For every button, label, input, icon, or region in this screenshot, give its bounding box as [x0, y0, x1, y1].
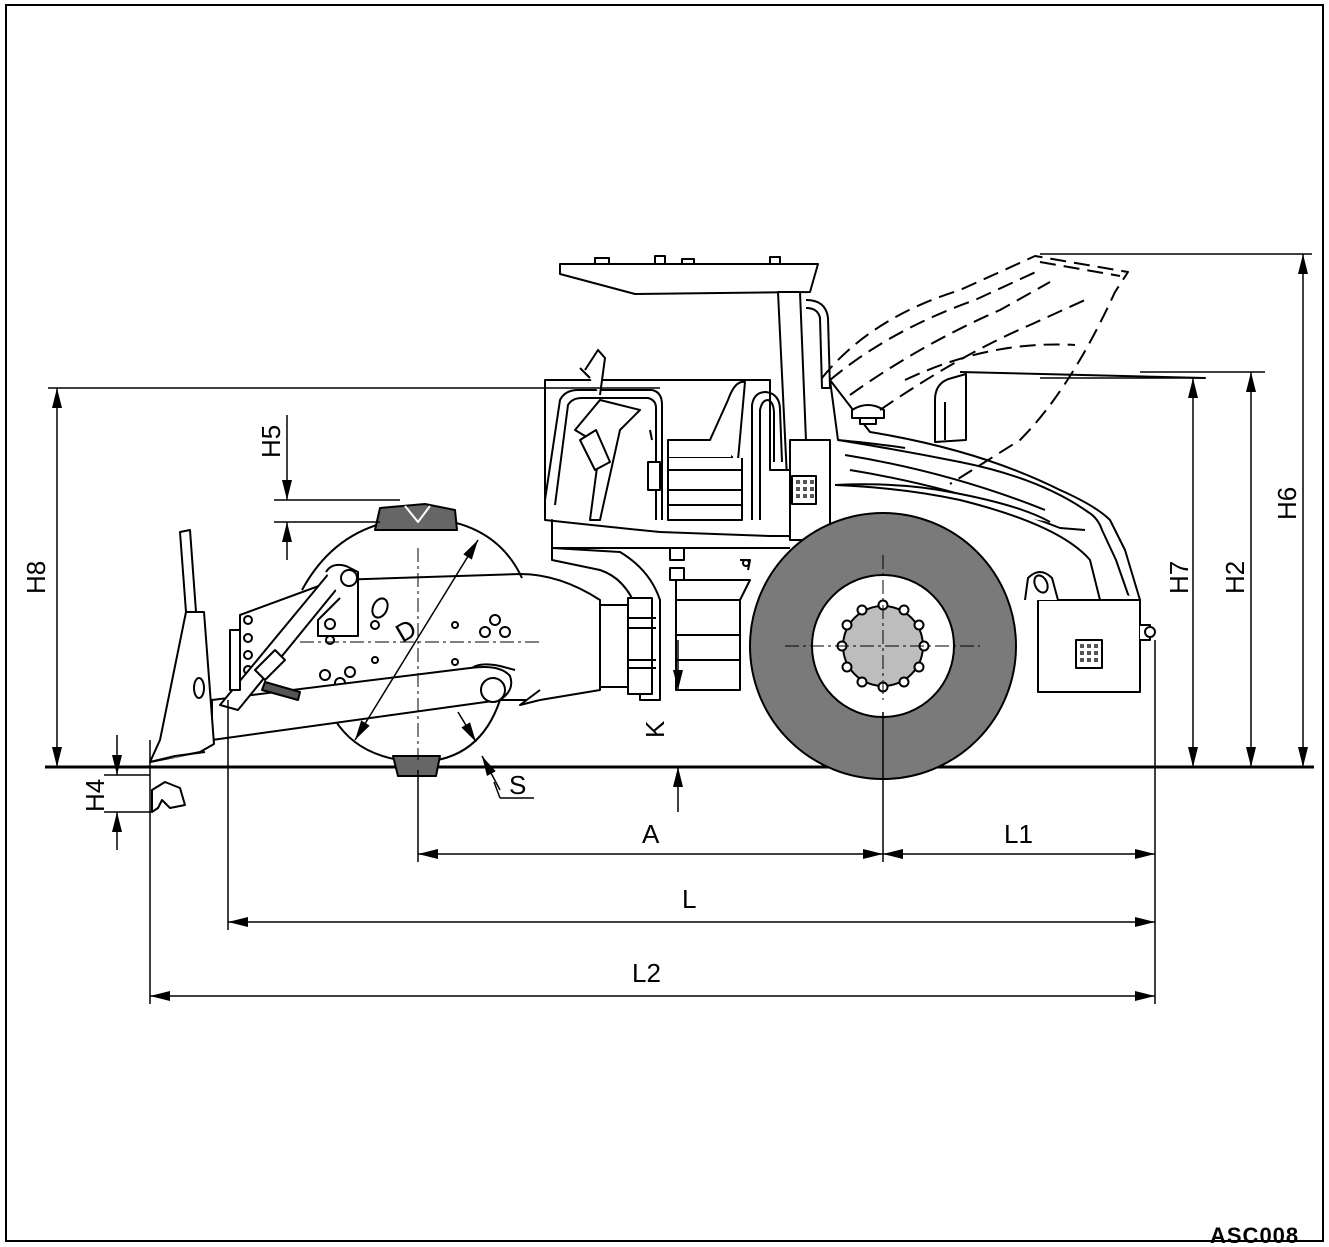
label-H4: H4	[80, 779, 110, 812]
compactor-machine	[149, 255, 1206, 813]
label-L2: L2	[632, 958, 661, 988]
label-H8: H8	[21, 561, 51, 594]
label-A: A	[642, 819, 660, 849]
label-H7: H7	[1164, 561, 1194, 594]
dozer-blade	[149, 529, 241, 813]
label-L1: L1	[1004, 819, 1033, 849]
drawing-frame	[5, 4, 1324, 1242]
label-K: K	[640, 720, 670, 738]
operator-platform	[544, 349, 831, 701]
label-H5: H5	[256, 425, 286, 458]
label-L: L	[682, 884, 696, 914]
rear-frame	[835, 484, 1156, 693]
dimension-lines	[48, 253, 1312, 1004]
label-S: S	[509, 770, 526, 800]
label-H2: H2	[1220, 561, 1250, 594]
articulation-hitch	[669, 547, 751, 691]
raised-hood-outline	[821, 255, 1129, 485]
drawing-code: ASC008	[1210, 1223, 1299, 1247]
label-H6: H6	[1272, 487, 1302, 520]
dimension-labels: A L1 L L2 S D H8 H5 H4 K H7 H2 H6	[21, 425, 1302, 988]
rear-wheel	[749, 512, 1017, 780]
padfoot-drum	[301, 503, 523, 777]
